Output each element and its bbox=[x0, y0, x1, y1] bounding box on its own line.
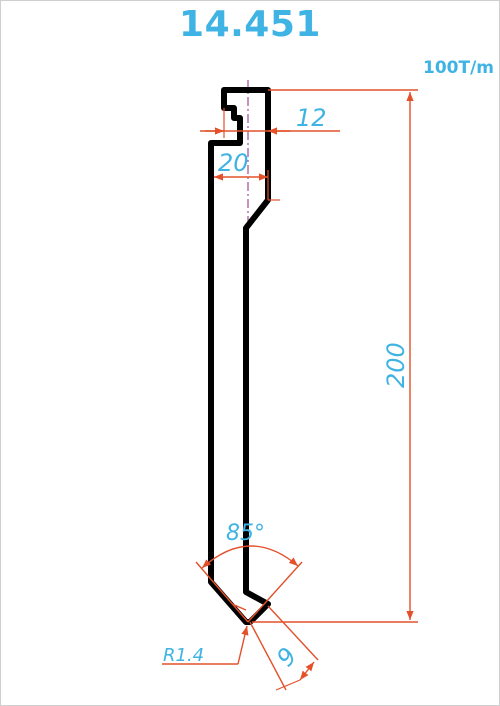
dimension-radius: R1.4 bbox=[162, 625, 249, 666]
tonnage-label: 100T/m bbox=[422, 58, 494, 78]
dimension-20-label: 20 bbox=[218, 149, 249, 177]
dimension-angle: 85° bbox=[195, 521, 303, 623]
dimension-200: 200 bbox=[252, 89, 418, 623]
dimension-angle-label: 85° bbox=[226, 521, 265, 546]
part-number-title: 14.451 bbox=[179, 4, 321, 45]
tip-flat-mark bbox=[231, 603, 247, 611]
dimension-20: 20 bbox=[214, 149, 280, 201]
tool-profile-outline bbox=[208, 87, 271, 625]
dimension-radius-label: R1.4 bbox=[163, 645, 204, 666]
dimension-12-label: 12 bbox=[296, 104, 327, 132]
dimension-200-label: 200 bbox=[382, 342, 410, 388]
dimension-12: 12 bbox=[200, 104, 340, 138]
dimension-9: 9 bbox=[249, 605, 319, 691]
dimension-9-label: 9 bbox=[271, 642, 302, 672]
